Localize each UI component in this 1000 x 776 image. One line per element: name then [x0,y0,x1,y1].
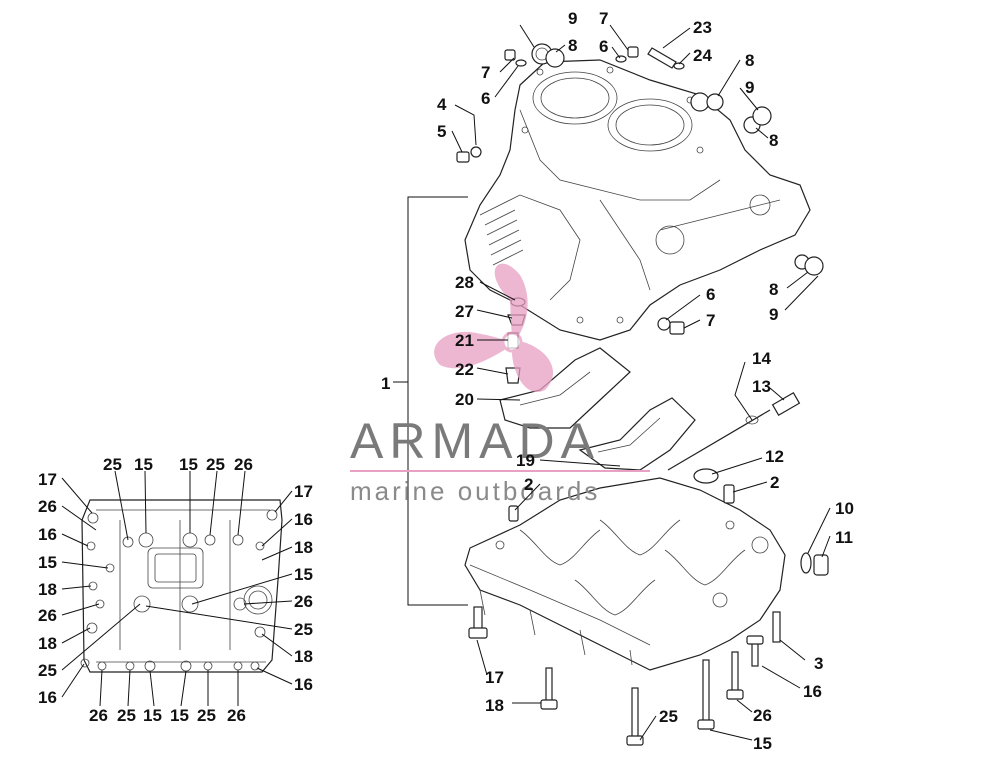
inset-callout-left: 15 [38,553,57,572]
callout-22: 22 [455,360,474,379]
inset-leader-lines [61,470,293,707]
callout-1: 1 [381,374,390,393]
callout-3: 3 [814,654,823,673]
inset-callout-right: 26 [294,592,313,611]
callout-7: 7 [481,63,490,82]
callout-8: 8 [568,36,577,55]
watermark-logo [434,263,554,392]
callout-8: 8 [769,280,778,299]
cylinder-block-upper [464,59,811,341]
callout-9: 9 [568,9,577,28]
callout-13: 13 [752,377,771,396]
bolts-bottom [468,606,781,746]
inset-callout-top: 15 [179,455,198,474]
callout-24: 24 [693,46,712,65]
inset-callout-left: 25 [38,661,57,680]
inset-callout-top: 25 [206,455,225,474]
dipstick-tube [667,391,801,471]
inset-callout-top: 26 [234,455,253,474]
callouts: 9 8 7 6 7 6 23 24 8 9 8 4 5 8 9 6 7 28 2… [381,9,854,753]
callout-14: 14 [752,349,771,368]
inset-callout-left: 18 [38,634,57,653]
callout-19: 19 [516,451,535,470]
callout-21: 21 [455,331,474,350]
callout-5: 5 [437,122,446,141]
inset-callout-top: 15 [134,455,153,474]
leader-lines [451,24,831,741]
watermark-brand: ARMADA [350,413,600,469]
propeller-icon [434,263,554,392]
inset-callout-bottom: 26 [89,706,108,725]
watermark-tagline: marine outboards [350,476,600,506]
assembly-bracket [393,196,468,606]
inset-callout-right: 17 [294,482,313,501]
inset-callout-bottom: 15 [170,706,189,725]
inset-callouts-top: 25 15 15 25 26 [103,455,253,474]
inset-callout-left: 26 [38,606,57,625]
baffle-plate-20 [499,347,631,429]
inset-callout-left: 16 [38,688,57,707]
inset-callout-bottom: 25 [197,706,216,725]
inset-callout-left: 16 [38,525,57,544]
inset-callout-left: 26 [38,497,57,516]
callout-4: 4 [437,95,447,114]
callout-7: 7 [706,311,715,330]
callout-16: 16 [803,682,822,701]
callout-26: 26 [753,706,772,725]
callout-28: 28 [455,273,474,292]
inset-callout-left: 17 [38,470,57,489]
inset-callout-top: 25 [103,455,122,474]
callout-17: 17 [485,668,504,687]
fasteners-top [456,43,772,163]
inset-callouts-right: 17 16 18 15 26 25 18 16 [294,482,313,694]
callout-6: 6 [481,89,490,108]
callout-12: 12 [765,447,784,466]
inset-callout-left: 18 [38,580,57,599]
callout-25: 25 [659,707,678,726]
inset-callouts-left: 17 26 16 15 18 26 18 25 16 [38,470,57,707]
callout-27: 27 [455,302,474,321]
cooling-fins [484,209,524,266]
callout-8: 8 [745,51,754,70]
callout-10: 10 [835,499,854,518]
inset-callout-right: 18 [294,647,313,666]
inset-callout-right: 18 [294,538,313,557]
inset-callout-bottom: 15 [143,706,162,725]
inset-callout-right: 16 [294,510,313,529]
inset-callout-bottom: 26 [227,706,246,725]
callout-15: 15 [753,734,772,753]
oil-seal-12 [693,468,719,484]
callout-9: 9 [769,305,778,324]
callout-11: 11 [835,528,853,547]
callout-2: 2 [524,475,533,494]
baffle-plate-19 [578,397,696,471]
callout-23: 23 [693,18,712,37]
callout-18: 18 [485,696,504,715]
callout-20: 20 [455,390,474,409]
inset-callout-bottom: 25 [117,706,136,725]
callout-2: 2 [770,473,779,492]
inset-callout-right: 25 [294,620,313,639]
callout-9: 9 [745,78,754,97]
fasteners-right [657,254,829,576]
callout-8: 8 [769,131,778,150]
inset-callouts-bottom: 26 25 15 15 25 26 [89,706,246,725]
callout-6: 6 [706,285,715,304]
callout-6: 6 [599,37,608,56]
callout-7: 7 [599,9,608,28]
inset-callout-right: 16 [294,675,313,694]
inset-callout-right: 15 [294,565,313,584]
crankcase-lower [464,477,786,671]
